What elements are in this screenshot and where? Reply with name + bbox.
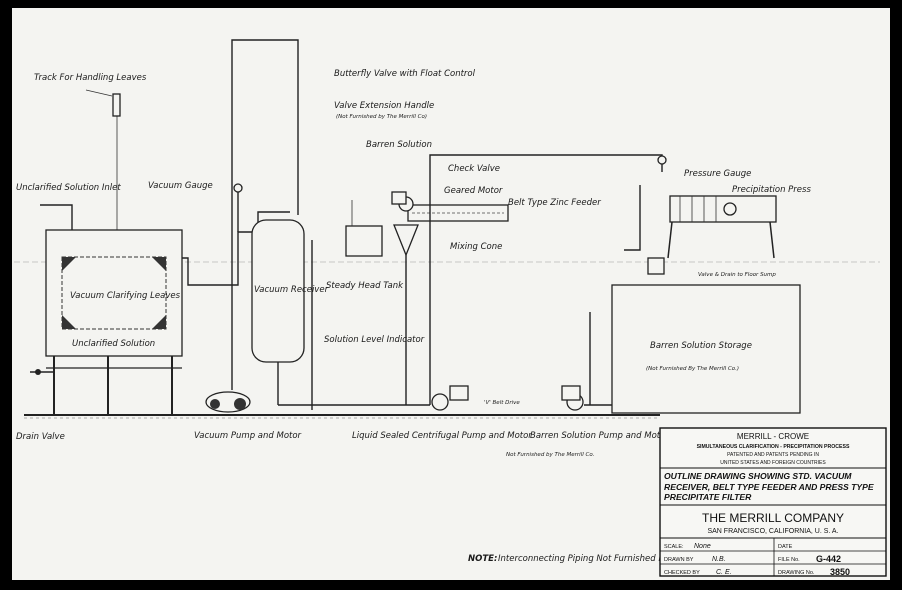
barren-motor — [561, 385, 581, 401]
tb-date-label: DATE — [778, 544, 793, 550]
label-mixing-cone: Mixing Cone — [450, 242, 502, 252]
leaf-corner-br — [152, 315, 166, 329]
track-leader — [85, 89, 113, 97]
tb-drawing-label: DRAWING No. — [778, 570, 815, 576]
label-butterfly-valve: Butterfly Valve with Float Control — [334, 69, 476, 79]
label-drain-valve: Drain Valve — [16, 432, 65, 442]
label-v-belt: 'V' Belt Drive — [484, 400, 520, 406]
label-vacuum-leaves: Vacuum Clarifying Leaves — [70, 291, 181, 301]
tb-scale-value: None — [694, 543, 711, 550]
label-valve-drain: Valve & Drain to Floor Sump — [698, 272, 776, 278]
label-steady-head-tank: Steady Head Tank — [326, 281, 404, 291]
centrifugal-motor — [449, 385, 469, 401]
floor-sump — [647, 257, 665, 275]
tb-drawn-label: DRAWN BY — [664, 557, 694, 563]
label-barren-pump-note: Not Furnished by The Merrill Co. — [506, 452, 595, 458]
vacuum-motor-wheel — [234, 398, 246, 410]
drain-valve-symbol — [35, 369, 41, 375]
label-centrifugal-pump: Liquid Sealed Centrifugal Pump and Motor — [352, 431, 532, 441]
label-pressure-gauge: Pressure Gauge — [684, 169, 751, 179]
tb-patent-1: PATENTED AND PATENTS PENDING IN — [727, 452, 819, 458]
clarifier-tank — [45, 229, 183, 357]
label-vacuum-receiver: Vacuum Receiver — [254, 285, 329, 295]
label-barren-pump: Barren Solution Pump and Motor — [530, 431, 669, 441]
label-unclarified-solution: Unclarified Solution — [72, 339, 155, 349]
note-title: NOTE: — [468, 554, 497, 564]
label-barren-storage-note: (Not Furnished By The Merrill Co.) — [646, 366, 739, 372]
inlet-pipe — [40, 204, 73, 230]
tb-patent-2: UNITED STATES AND FOREIGN COUNTRIES — [720, 460, 826, 466]
steady-head-tank — [345, 225, 383, 257]
tb-title-wrap: OUTLINE DRAWING SHOWING STD. VACUUM RECE… — [664, 471, 874, 502]
tb-checked-label: CHECKED BY — [664, 570, 700, 576]
label-barren-solution: Barren Solution — [366, 140, 432, 150]
label-valve-handle: Valve Extension Handle — [334, 101, 434, 111]
label-geared-motor: Geared Motor — [444, 186, 503, 196]
centrifugal-pump-symbol — [431, 393, 449, 411]
label-barren-storage: Barren Solution Storage — [650, 341, 752, 351]
mixing-cone — [393, 224, 419, 257]
label-check-valve: Check Valve — [448, 164, 500, 174]
label-vacuum-pump: Vacuum Pump and Motor — [194, 431, 302, 441]
tb-heading: MERRILL - CROWE — [737, 432, 809, 441]
precipitation-press — [669, 195, 777, 223]
tb-scale-label: SCALE: — [664, 544, 684, 550]
tb-file-label: FILE No. — [778, 557, 800, 563]
tb-drawing-value: 3850 — [830, 567, 850, 577]
tb-drawn-value: N.B. — [712, 556, 726, 563]
vacuum-pump-wheel — [210, 399, 220, 409]
vacuum-gauge-symbol — [233, 183, 243, 193]
tb-drawing-title: OUTLINE DRAWING SHOWING STD. VACUUM RECE… — [664, 471, 874, 502]
press-wheel — [723, 202, 737, 216]
label-solution-level: Solution Level Indicator — [324, 335, 425, 345]
geared-motor-body — [391, 191, 407, 205]
tb-checked-value: C. E. — [716, 569, 732, 576]
label-vacuum-gauge: Vacuum Gauge — [148, 181, 213, 191]
clarifier-leaves-frame — [61, 256, 167, 330]
label-inlet: Unclarified Solution Inlet — [16, 183, 121, 193]
label-precipitation-press: Precipitation Press — [732, 185, 811, 195]
tb-process: SIMULTANEOUS CLARIFICATION - PRECIPITATI… — [697, 444, 850, 450]
note-text: Interconnecting Piping Not Furnished by … — [498, 554, 730, 564]
leaf-corner-tl — [62, 257, 76, 271]
leaf-corner-bl — [62, 315, 76, 329]
label-zinc-feeder: Belt Type Zinc Feeder — [508, 198, 601, 208]
vacuum-line — [231, 39, 299, 390]
press-feed — [624, 185, 641, 251]
label-valve-handle-note: (Not Furnished by The Merrill Co) — [336, 114, 427, 120]
track-hanger — [112, 93, 121, 117]
barren-storage-tank — [611, 284, 801, 414]
tb-location: SAN FRANCISCO, CALIFORNIA, U. S. A. — [707, 528, 838, 535]
tb-file-value: G-442 — [816, 554, 841, 564]
label-track: Track For Handling Leaves — [34, 73, 147, 83]
press-leg — [667, 221, 673, 259]
receiver-top-pipe — [257, 211, 290, 222]
pressure-gauge-symbol — [657, 155, 667, 165]
press-leg — [769, 221, 775, 259]
clarified-pipe — [182, 231, 258, 286]
tb-company: THE MERRILL COMPANY — [702, 511, 844, 525]
leaf-corner-tr — [152, 257, 166, 271]
